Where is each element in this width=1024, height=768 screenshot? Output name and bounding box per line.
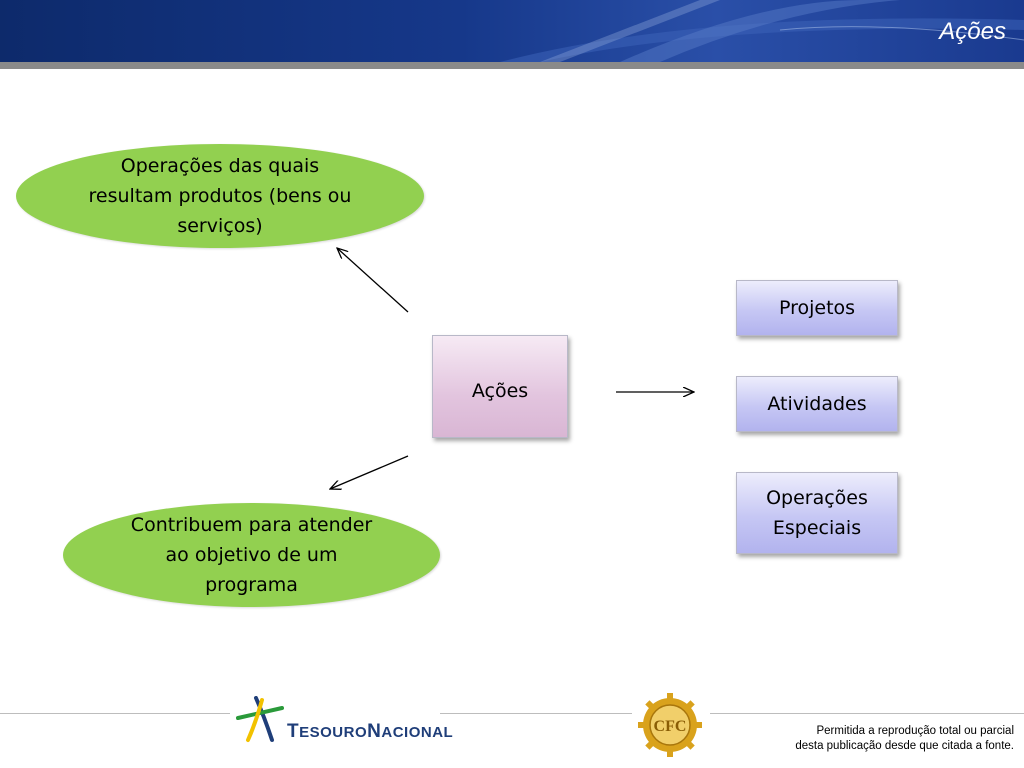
cfc-seal-icon: CFC <box>638 693 702 757</box>
copyright-line-1: Permitida a reprodução total ou parcial <box>816 725 1014 737</box>
header-stripe <box>0 62 1024 69</box>
box-operacoes-especiais-label: Operações Especiais <box>766 487 868 539</box>
box-operacoes-especiais: Operações Especiais <box>736 472 898 554</box>
cfc-seal-text: CFC <box>654 718 687 735</box>
footer-divider <box>0 713 1024 714</box>
box-projetos: Projetos <box>736 280 898 336</box>
header-bar: Ações <box>0 0 1024 62</box>
copyright-notice: Permitida a reprodução total ou parcial … <box>795 724 1014 754</box>
ellipse-top: Operações das quais resultam produtos (b… <box>16 144 424 248</box>
ellipse-bottom: Contribuem para atender ao objetivo de u… <box>63 503 440 607</box>
arrow-to-bottom-ellipse <box>330 455 409 489</box>
ellipse-top-text: Operações das quais resultam produtos (b… <box>88 155 352 237</box>
center-box-label: Ações <box>471 380 529 402</box>
header-swoosh-decoration <box>500 0 1024 62</box>
arrow-to-top-ellipse <box>337 248 409 313</box>
page-title: Ações <box>939 18 1006 45</box>
box-projetos-label: Projetos <box>778 297 856 319</box>
center-box-acoes: Ações <box>432 335 568 438</box>
ellipse-bottom-text: Contribuem para atender ao objetivo de u… <box>130 514 373 596</box>
tesouro-logo-text: TESOURONACIONAL <box>287 721 454 742</box>
box-atividades-label: Atividades <box>767 393 867 415</box>
tesouro-logo-icon <box>236 696 284 742</box>
copyright-line-2: desta publicação desde que citada a font… <box>795 740 1014 752</box>
box-atividades: Atividades <box>736 376 898 432</box>
